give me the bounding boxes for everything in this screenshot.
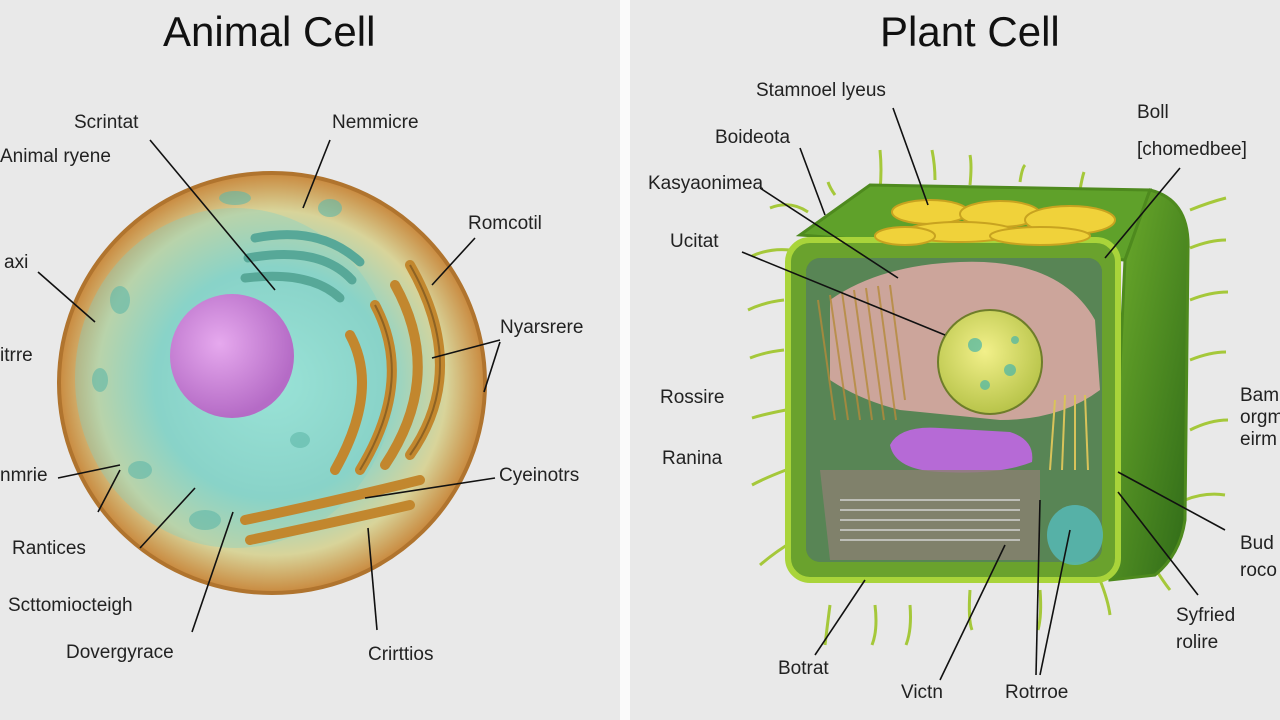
plant-label-7: Rossire xyxy=(660,387,725,408)
plant-label-15: rolire xyxy=(1176,632,1219,653)
animal-label-11: Scttomiocteigh xyxy=(8,595,133,616)
plant-lower-compartment xyxy=(820,470,1040,560)
chloroplast-layer xyxy=(874,199,1116,246)
golgi-striations xyxy=(817,284,906,421)
animal-label-4: Romcotil xyxy=(468,213,542,234)
plant-cell xyxy=(747,149,1229,646)
plant-teal-organelle xyxy=(1047,505,1103,565)
plant-nucleus xyxy=(937,309,1043,415)
plant-label-5: Boll xyxy=(1137,102,1169,123)
animal-label-3: Nemmicre xyxy=(332,112,419,133)
plant-label-13: roco xyxy=(1240,560,1277,581)
animal-cell xyxy=(57,171,487,595)
plant-vacuole xyxy=(890,427,1033,473)
plant-label-11: eirm xyxy=(1240,429,1277,450)
plant-label-4: Ucitat xyxy=(670,231,719,252)
animal-organelle-speckles xyxy=(92,191,342,530)
animal-label-8: nmrie xyxy=(0,465,48,486)
plant-yellow-fibers xyxy=(1049,394,1089,471)
plant-label-2: Boideota xyxy=(715,127,791,148)
plant-label-14: Syfried xyxy=(1176,605,1236,626)
panel-divider xyxy=(620,0,630,720)
plant-label-1: Stamnoel lyeus xyxy=(756,80,886,101)
plant-label-9: Bam xyxy=(1240,385,1280,406)
animal-label-7: itrre xyxy=(0,345,33,366)
animal-nucleus xyxy=(170,294,294,418)
plant-cell-title: Plant Cell xyxy=(880,8,1060,55)
animal-label-10: Rantices xyxy=(12,538,86,559)
plant-label-12: Bud xyxy=(1240,533,1274,554)
animal-leader-lines xyxy=(37,139,501,633)
plant-label-18: Rotrroe xyxy=(1005,682,1069,703)
animal-label-5: axi xyxy=(4,252,29,273)
animal-label-1: Scrintat xyxy=(74,112,139,133)
animal-label-2: Animal ryene xyxy=(0,146,111,167)
er-lines xyxy=(840,499,1020,541)
animal-label-12: Dovergyrace xyxy=(66,642,174,663)
animal-label-13: Crirttios xyxy=(368,644,434,665)
cilia-hairs xyxy=(747,149,1229,646)
plant-label-10: orgm xyxy=(1240,407,1280,428)
plant-label-6: [chomedbee] xyxy=(1137,139,1247,160)
animal-label-9: Cyeinotrs xyxy=(499,465,580,486)
golgi-apparatus xyxy=(240,230,365,303)
animal-label-6: Nyarsrere xyxy=(500,317,584,338)
animal-cell-title: Animal Cell xyxy=(163,8,376,55)
plant-label-16: Botrat xyxy=(778,658,829,679)
plant-label-17: Victn xyxy=(901,682,943,703)
plant-cell-wall-side xyxy=(1108,188,1190,582)
plant-leader-lines xyxy=(741,107,1226,681)
plant-label-3: Kasyaonimea xyxy=(648,173,764,194)
plant-label-8: Ranina xyxy=(662,448,723,469)
